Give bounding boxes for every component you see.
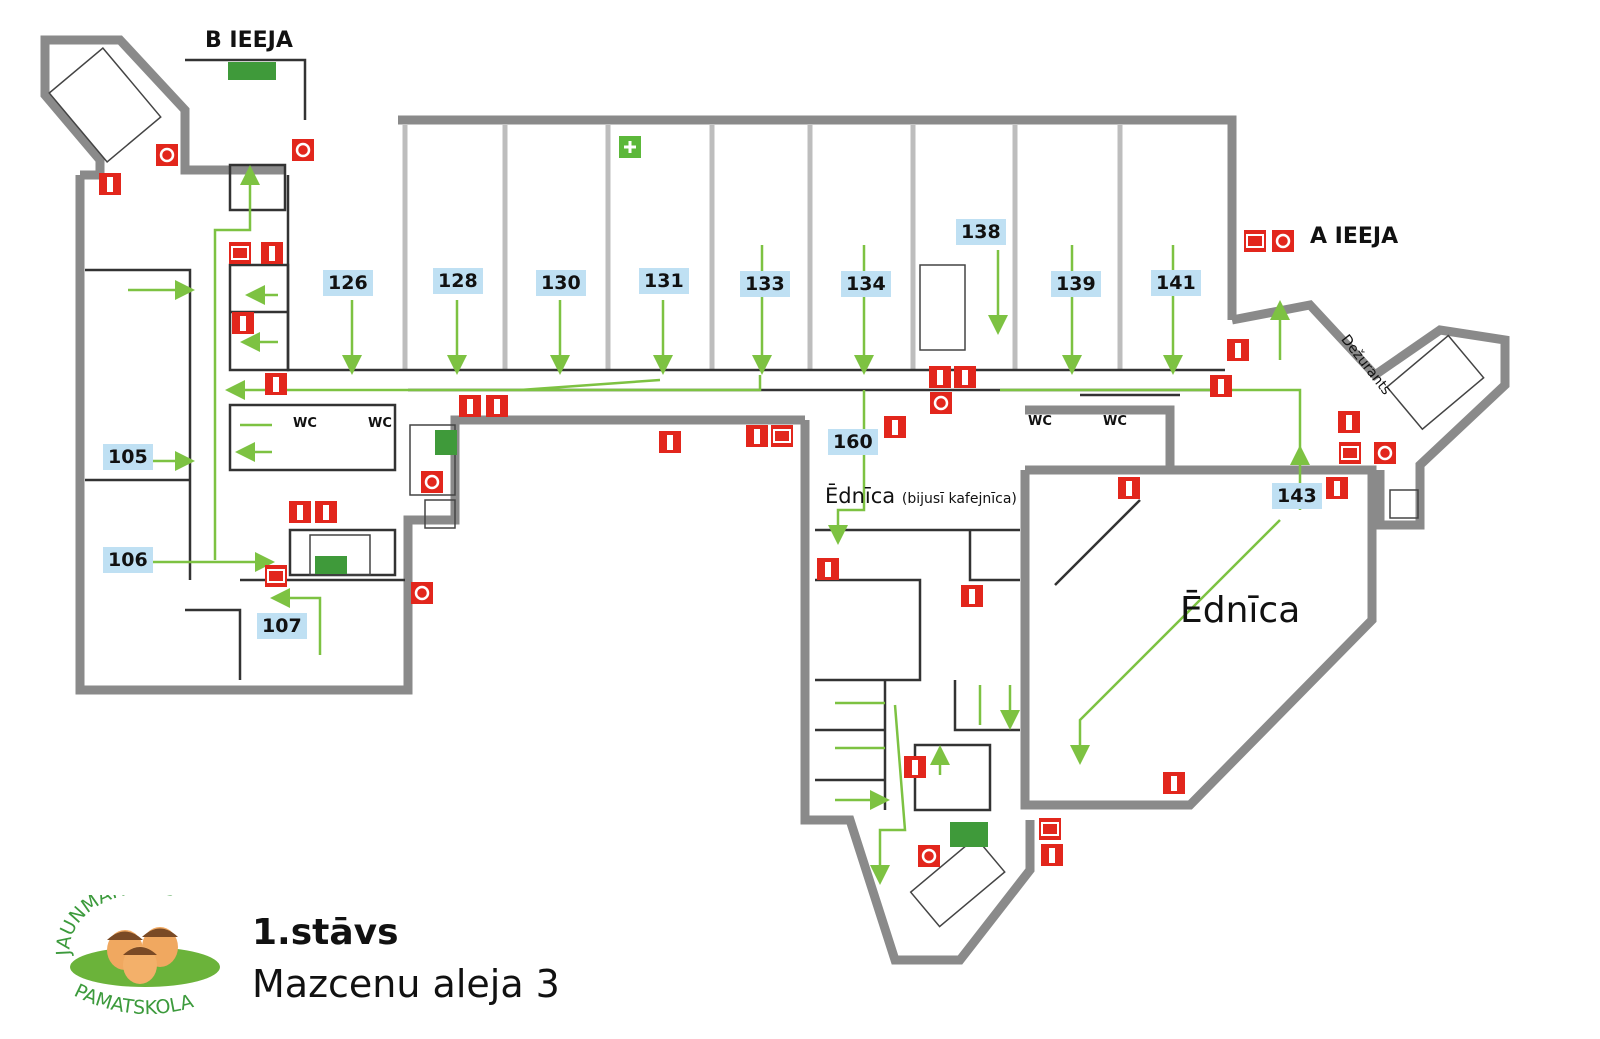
fire-extinguisher-icon — [1041, 844, 1063, 866]
room-130[interactable]: 130 — [536, 270, 586, 296]
logo-acorn-graphic — [70, 927, 220, 987]
fire-alarm-icon — [1374, 442, 1396, 464]
fire-extinguisher-icon — [1210, 375, 1232, 397]
fire-hose-icon — [265, 565, 287, 587]
fire-extinguisher-icon — [884, 416, 906, 438]
fire-alarm-icon — [930, 392, 952, 414]
address: Mazcenu aleja 3 — [252, 962, 560, 1006]
fire-alarm-icon — [292, 139, 314, 161]
fire-hose-icon — [1339, 442, 1361, 464]
fire-extinguisher-icon — [315, 501, 337, 523]
wc-label: WC — [293, 416, 317, 431]
room-139[interactable]: 139 — [1051, 271, 1101, 297]
fire-extinguisher-icon — [1227, 339, 1249, 361]
fire-extinguisher-icon — [99, 173, 121, 195]
room-126[interactable]: 126 — [323, 270, 373, 296]
wc-label: WC — [1103, 414, 1127, 429]
fire-extinguisher-icon — [929, 366, 951, 388]
room-138[interactable]: 138 — [956, 219, 1006, 245]
school-logo: JAUNMĀRUPES PAMATSKOLA — [52, 876, 235, 1033]
fire-hose-icon — [1244, 230, 1266, 252]
room-107[interactable]: 107 — [257, 613, 307, 639]
fire-extinguisher-icon — [265, 373, 287, 395]
canteen-small-note: (bijusī kafejnīca) — [901, 491, 1017, 507]
floor-title: 1.stāvs — [252, 912, 399, 953]
wc-label: WC — [368, 416, 392, 431]
exit-doors — [228, 62, 988, 847]
fire-extinguisher-icon — [746, 425, 768, 447]
fire-extinguisher-icon — [232, 312, 254, 334]
room-134[interactable]: 134 — [841, 271, 891, 297]
fire-extinguisher-icon — [1338, 411, 1360, 433]
entrance-b-label: B IEEJA — [205, 28, 293, 53]
fire-extinguisher-icon — [904, 756, 926, 778]
fire-alarm-icon — [1272, 230, 1294, 252]
fire-extinguisher-icon — [961, 585, 983, 607]
fire-extinguisher-icon — [659, 431, 681, 453]
fire-extinguisher-icon — [1163, 772, 1185, 794]
fire-alarm-icon — [156, 144, 178, 166]
canteen-big-label: Ēdnīca — [1180, 590, 1301, 631]
room-105[interactable]: 105 — [103, 444, 153, 470]
fire-extinguisher-icon — [459, 395, 481, 417]
fire-extinguisher-icon — [1326, 477, 1348, 499]
room-131[interactable]: 131 — [639, 268, 689, 294]
fire-extinguisher-icon — [289, 501, 311, 523]
fire-hose-icon — [1039, 818, 1061, 840]
room-128[interactable]: 128 — [433, 268, 483, 294]
room-143[interactable]: 143 — [1272, 483, 1322, 509]
room-160[interactable]: 160 — [828, 429, 878, 455]
entrance-a-label: A IEEJA — [1310, 224, 1399, 249]
fire-alarm-icon — [918, 845, 940, 867]
room-141[interactable]: 141 — [1151, 270, 1201, 296]
fire-alarm-icon — [421, 471, 443, 493]
fire-extinguisher-icon — [954, 366, 976, 388]
stairs — [48, 46, 1485, 928]
room-133[interactable]: 133 — [740, 271, 790, 297]
fire-extinguisher-icon — [817, 558, 839, 580]
room-106[interactable]: 106 — [103, 547, 153, 573]
fire-alarm-icon — [411, 582, 433, 604]
fire-extinguisher-icon — [1118, 477, 1140, 499]
evacuation-routes — [128, 165, 1310, 885]
fire-extinguisher-icon — [261, 242, 283, 264]
wc-label: WC — [1028, 414, 1052, 429]
canteen-small-name: Ēdnīca — [825, 484, 896, 508]
safety-icons — [99, 136, 1396, 867]
canteen-small-label: Ēdnīca (bijusī kafejnīca) — [825, 484, 1017, 508]
fire-extinguisher-icon — [486, 395, 508, 417]
first-aid-icon — [619, 136, 641, 158]
fire-hose-icon — [771, 425, 793, 447]
fire-hose-icon — [229, 242, 251, 264]
